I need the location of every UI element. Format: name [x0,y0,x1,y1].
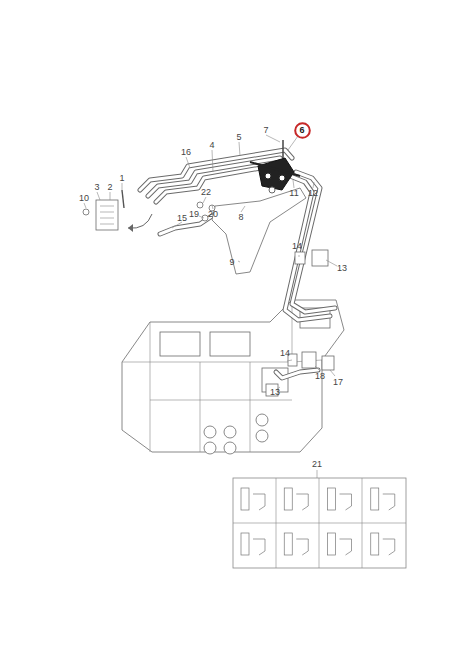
pipe-bore [276,370,318,378]
callout-number: 17 [333,378,343,387]
inset-icons [241,488,395,555]
bracket [212,188,306,274]
inset-box [233,478,406,568]
mounting-bracket [212,188,306,274]
callout-number: 22 [201,188,211,197]
callout-number: 18 [315,372,325,381]
washer [269,187,275,193]
inset-icon [340,494,352,510]
callout-number: 12 [308,189,318,198]
valve-block-body [122,300,344,452]
fitting [322,356,334,370]
inset-icon [371,533,379,555]
valve-section [160,332,200,356]
callout-number: 14 [280,349,290,358]
highlight-callout: 6 [294,122,311,139]
pipe-clip [96,200,118,230]
leader-line [84,135,337,478]
inset-icon [340,539,352,555]
inset-icon [328,488,336,510]
callout-number: 14 [292,242,302,251]
callout-number: 1 [119,174,124,183]
callout-number: 6 [299,126,304,135]
clip-ridges [100,206,114,224]
inset-icon [328,533,336,555]
callout-number: 8 [238,213,243,222]
inset-icon [383,539,395,555]
inset-icon [241,533,249,555]
callout-number: 2 [107,183,112,192]
inset-icon [241,488,249,510]
callout-number: 13 [270,388,280,397]
valve-body [258,158,294,190]
o-ring [295,252,305,264]
inset-icon [383,494,395,510]
callout-number: 5 [236,133,241,142]
callout-number: 10 [79,194,89,203]
callout-ring [295,123,310,138]
bolt [122,190,124,208]
callout-number: 11 [289,189,298,198]
arrow-head [128,224,133,232]
pipe-bore [156,166,272,202]
inset-icon [371,488,379,510]
fittings [197,202,334,396]
callout-number: 16 [181,148,191,157]
pipes [140,150,335,378]
adapter [302,352,316,368]
inset-icon [284,488,292,510]
inset-icon [296,494,308,510]
valve-section [210,332,250,356]
inset-icon [284,533,292,555]
inset-frame [233,478,406,568]
clip-assembly [83,190,152,232]
inset-icon [253,539,265,555]
coupler [224,426,236,438]
callout-number: 21 [312,460,322,469]
callout-number: 19 [189,210,199,219]
inset-grid [233,478,406,568]
callout-number: 9 [229,258,234,267]
valve-block-edge [122,300,322,452]
valve-block [122,300,344,454]
nut [83,209,89,215]
fitting [312,250,328,266]
inset-icon [296,539,308,555]
valve-lever [250,162,300,176]
control-valve [250,140,300,193]
coupler [256,414,268,426]
inset-icon [253,494,265,510]
valve-port [279,175,285,181]
callout-number: 3 [94,183,99,192]
coupler [256,430,268,442]
coupler [204,442,216,454]
bolt [282,140,284,158]
leader-lines [84,135,337,478]
callout-number: 20 [208,210,218,219]
valve-port [265,173,271,179]
coupler [224,442,236,454]
washer [197,202,203,208]
callout-number: 15 [177,214,187,223]
pipe [276,370,318,378]
callout-number: 7 [263,126,268,135]
callout-number: 4 [209,141,214,150]
washer [202,215,208,221]
coupler [204,426,216,438]
callout-number: 13 [337,264,347,273]
